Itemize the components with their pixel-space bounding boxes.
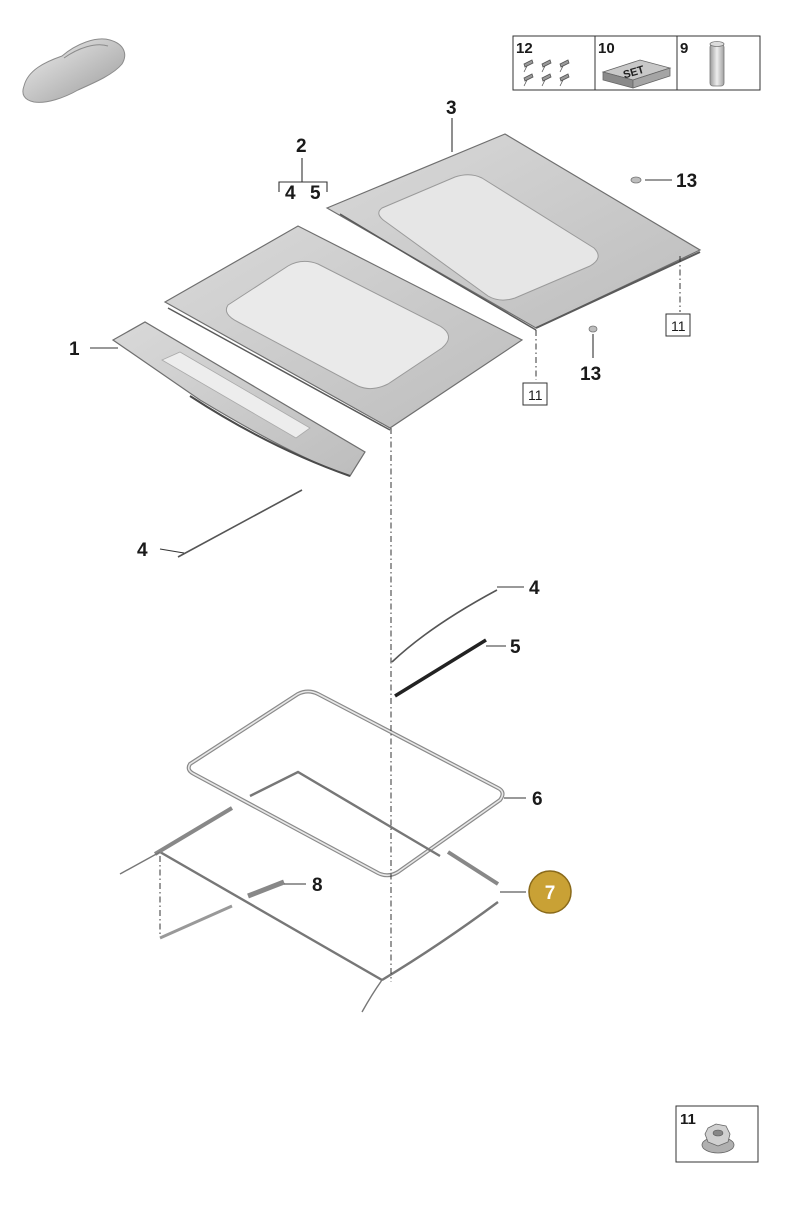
label-part-11-b[interactable]: 11 — [522, 382, 548, 406]
kit-box-12[interactable]: 12 — [516, 40, 570, 87]
roof-frame-part-7[interactable] — [119, 770, 500, 1013]
label-part-6[interactable]: 6 — [532, 789, 543, 810]
set-label: SET — [622, 64, 646, 82]
label-part-11-b-text: 11 — [528, 387, 543, 403]
frame-seal-part-6[interactable] — [186, 689, 505, 878]
label-part-5[interactable]: 5 — [510, 637, 521, 658]
alignment-lines — [159, 256, 681, 982]
roof-panel-part-3[interactable] — [325, 133, 702, 331]
seal-strip-part-4-right[interactable] — [391, 589, 498, 663]
label-part-4-right[interactable]: 4 — [529, 578, 540, 599]
kit-box-9-number: 9 — [680, 40, 688, 57]
seal-strip-part-5[interactable] — [394, 638, 487, 698]
cylinder-container-icon — [709, 41, 725, 87]
label-part-13-a[interactable]: 13 — [676, 171, 697, 192]
label-part-3[interactable]: 3 — [446, 98, 457, 119]
car-thumbnail-icon[interactable] — [22, 38, 126, 103]
label-part-11-a[interactable]: 11 — [665, 313, 691, 337]
kit-box-10-number: 10 — [598, 40, 615, 57]
label-part-7: 7 — [545, 883, 556, 904]
set-box-icon: SET — [601, 59, 672, 89]
label-part-13-b[interactable]: 13 — [580, 364, 601, 385]
nut-box-11[interactable]: 11 — [675, 1105, 759, 1163]
nut-box-number: 11 — [680, 1111, 696, 1128]
hex-nut-icon — [701, 1123, 735, 1154]
label-part-2-sub-4[interactable]: 4 — [285, 183, 296, 204]
kit-box-9[interactable]: 9 — [680, 40, 725, 87]
clip-part-13-a[interactable] — [630, 176, 642, 184]
label-part-2[interactable]: 2 — [296, 136, 307, 157]
leader-lines — [90, 118, 672, 893]
label-part-7-highlighted[interactable]: 7 — [528, 870, 572, 914]
label-part-8[interactable]: 8 — [312, 875, 323, 896]
screws-icon — [523, 59, 570, 87]
label-part-4-left[interactable]: 4 — [137, 540, 148, 561]
label-part-11-a-text: 11 — [671, 318, 686, 334]
clip-part-13-b[interactable] — [588, 325, 598, 333]
strip-part-8[interactable] — [247, 879, 285, 899]
label-part-2-sub-5[interactable]: 5 — [310, 183, 321, 204]
seal-strip-part-4-left[interactable] — [177, 489, 303, 558]
kit-box-10[interactable]: 10 SET — [598, 40, 672, 89]
glass-panel-part-2[interactable] — [163, 225, 524, 431]
deflector-part-1[interactable] — [111, 321, 366, 477]
kit-boxes: 12 10 SET 9 — [512, 35, 761, 91]
kit-box-12-number: 12 — [516, 40, 533, 57]
label-part-1[interactable]: 1 — [69, 339, 80, 360]
